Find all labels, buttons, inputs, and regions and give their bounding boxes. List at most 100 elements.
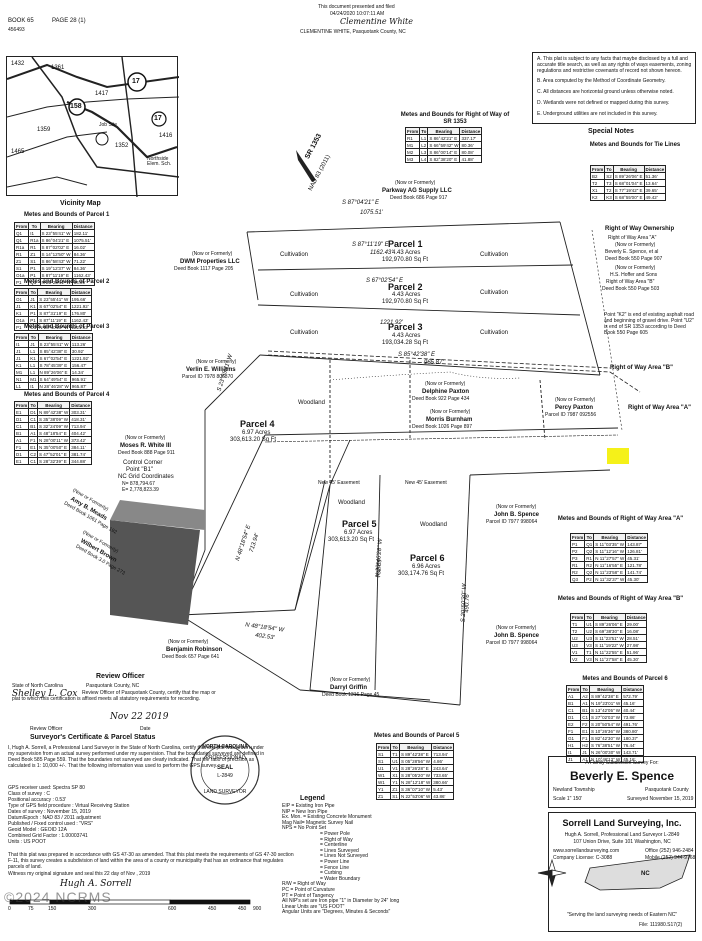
gps-line: Published / Fixed control used : "VRS" — [8, 821, 93, 827]
table-cell: 4.86' — [431, 757, 455, 765]
table-cell: O1a — [13, 271, 30, 279]
table-cell: B1 — [565, 699, 582, 707]
table-cell: 243.64' — [431, 764, 455, 772]
company-web: www.sorrellandsurveying.com — [553, 848, 620, 854]
table-header: Distance — [69, 333, 93, 341]
table-cell: 45.30' — [625, 575, 648, 583]
table-cell: S 10°26'36" W — [589, 727, 623, 735]
table-cell: 337.17' — [459, 134, 483, 142]
table-cell: X1 — [589, 186, 606, 194]
table-cell: R2 — [569, 568, 586, 576]
table-cell: L1 — [419, 134, 429, 142]
table-cell: S 87°02'02" E — [39, 243, 73, 251]
table-cell: 965.91' — [69, 375, 93, 383]
row-ownership-owner-b1: H.S. Hoffer and Sons — [610, 272, 658, 278]
table-header: Distance — [624, 613, 648, 621]
scale-tick-label: 900 — [253, 906, 262, 912]
table-cell: 76.44' — [621, 741, 645, 749]
table-header: To — [584, 613, 595, 621]
table-cell: S 32°24'09" W — [37, 422, 71, 430]
table-header: From — [13, 222, 30, 230]
table-header: Bearing — [37, 401, 71, 409]
gps-line: Dates of survey : November 15, 2019 — [8, 809, 91, 815]
legend-item: = Curbing — [320, 870, 342, 877]
parcel5-sqft: 303,613.20 Sq Ft — [328, 537, 375, 543]
table-header: From — [404, 127, 421, 135]
legend-item: Ex. Mon. = Existing Concrete Monument — [282, 814, 372, 821]
table-cell: R1a — [13, 243, 30, 251]
table-cell: 380.66' — [431, 778, 455, 786]
row-ownership-title: Right of Way Ownership — [605, 226, 675, 232]
table-header: To — [28, 288, 39, 296]
bearing-label: S 87°04'21" E — [342, 200, 380, 206]
table-cell: 381.74' — [69, 450, 93, 458]
table-cell: F2 — [580, 720, 591, 728]
table-cell: 84.09' — [71, 278, 95, 286]
table-cell: Y1 — [375, 785, 392, 793]
scale-tick-label: 300 — [88, 906, 97, 912]
table-cell: U1 — [584, 620, 595, 628]
review-role: Review Officer — [30, 726, 63, 732]
table-header: To — [28, 401, 39, 409]
table-cell: S 13°42'05" W — [589, 706, 623, 714]
john1-owner: John B. Spence — [494, 512, 540, 518]
table-cell: J1 — [13, 347, 30, 355]
table-header: From — [13, 333, 30, 341]
table-cell: 43.86' — [431, 792, 455, 800]
table-cell: N 28°46'28" W — [37, 382, 71, 390]
legend-item: = Lines Not Surveyed — [320, 853, 368, 860]
vicinity-label: 1432 — [11, 61, 25, 67]
recorder-name: CLEMENTINE WHITE, Pasquotank County, NC — [300, 29, 406, 35]
legend-item: = Lines Surveyed — [320, 847, 359, 854]
table-cell: O1a — [13, 316, 30, 324]
table-cell: T1 — [390, 750, 401, 758]
table-header: Bearing — [39, 222, 73, 230]
woodland-label: Woodland — [420, 522, 447, 528]
verlin-deed: Parcel ID 7978 806370 — [182, 374, 234, 380]
table-cell: E1 — [580, 727, 591, 735]
table-cell: J1 — [13, 354, 30, 362]
dwm-owner: DWM Properties LLC — [180, 259, 240, 265]
scale-tick-label: 150 — [48, 906, 57, 912]
table-cell: V2 — [569, 655, 586, 663]
table-header: Bearing — [399, 743, 433, 751]
parcel1-sqft: 192,970.80 Sq Ft — [382, 257, 429, 263]
table-cell: 84.36' — [71, 250, 95, 258]
table-cell: S 28°05'20" W — [399, 771, 433, 779]
moses-deed: Deed Book 888 Page 911 — [118, 450, 175, 456]
table-cell: D1 — [13, 450, 30, 458]
watermark: ©2024 NCRMS — [4, 889, 112, 905]
table-cell: P1 — [28, 264, 41, 272]
table-header: Bearing — [593, 533, 627, 541]
table-header: Bearing — [593, 613, 626, 621]
table-cell: C1 — [580, 713, 591, 721]
file-number: File: 111980.S17(2) — [639, 922, 683, 928]
table-cell: S1 — [375, 757, 392, 765]
vicinity-label: 1416 — [159, 133, 173, 139]
table-cell: N 28°40'20" W — [37, 323, 71, 331]
table-cell: F1 — [565, 727, 582, 735]
table-cell: E1 — [13, 408, 30, 416]
percy-nf: (Now or Formerly) — [555, 397, 596, 403]
table-header: Distance — [625, 533, 648, 541]
seal-text: SEAL — [216, 765, 233, 771]
table-cell: D1 — [565, 713, 582, 721]
table-cell: Z1 — [390, 785, 401, 793]
witness-line: Witness my original signature and seal t… — [8, 871, 151, 877]
table-cell: 30.92' — [69, 347, 93, 355]
